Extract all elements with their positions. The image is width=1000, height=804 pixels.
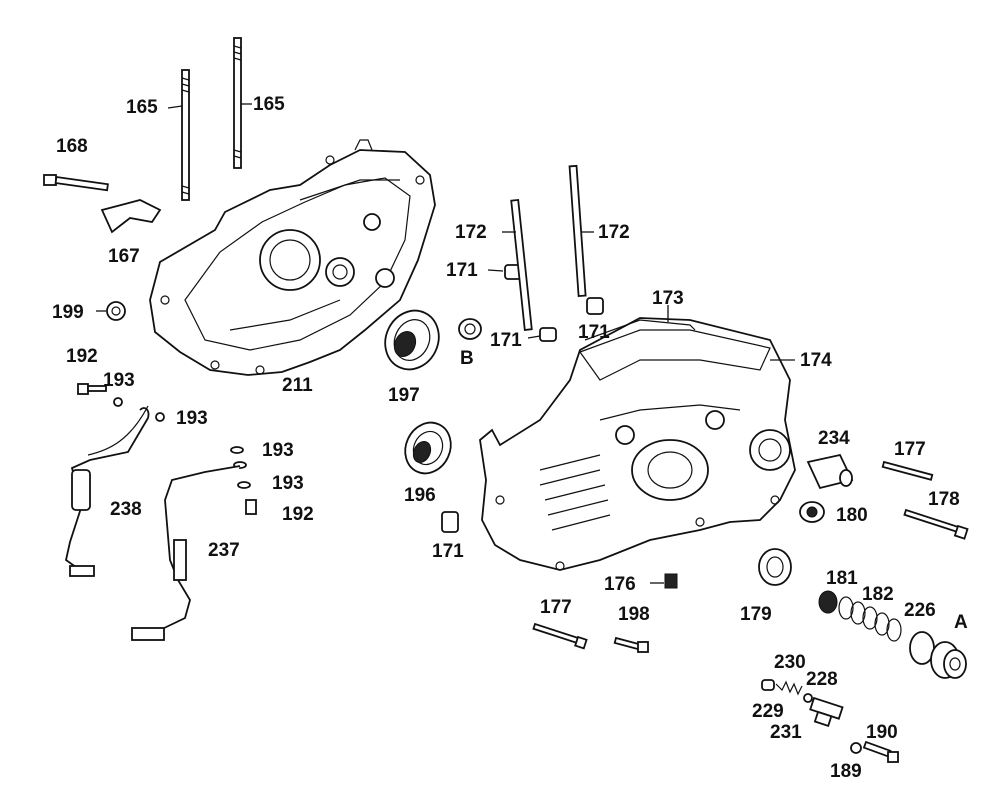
label-171-d: 171 [432,541,464,562]
bolt-168 [43,174,109,192]
bearing-197 [384,309,440,371]
label-171-c: 171 [578,322,610,343]
label-197: 197 [388,385,420,406]
label-171-b: 171 [490,330,522,351]
label-229: 229 [752,701,784,722]
cap-181 [818,590,838,614]
seal-179 [758,548,792,586]
label-178: 178 [928,489,960,510]
bolt-178 [903,508,969,540]
label-174: 174 [800,350,832,371]
hose-237 [131,446,257,641]
label-165-b: 165 [253,94,285,115]
label-192-b: 192 [282,504,314,525]
bearing-196 [404,421,452,475]
label-196: 196 [404,485,436,506]
bracket-167 [100,199,162,234]
washer-189 [850,742,862,754]
label-177-b: 177 [540,597,572,618]
label-193-d: 193 [272,473,304,494]
label-171-a: 171 [446,260,478,281]
label-198: 198 [618,604,650,625]
label-234: 234 [818,428,850,449]
spring-230 [775,680,803,696]
label-172-b: 172 [598,222,630,243]
bolt-198 [613,636,649,653]
label-193-b: 193 [176,408,208,429]
plug-A [930,641,967,679]
label-176: 176 [604,574,636,595]
label-B: B [460,348,474,369]
label-168: 168 [56,136,88,157]
hose-238 [64,405,150,577]
washer-231 [803,693,813,703]
label-237: 237 [208,540,240,561]
dowel-171-d [441,511,459,533]
label-A: A [954,612,968,633]
nut-180 [799,501,825,523]
label-182: 182 [862,584,894,605]
label-177-a: 177 [894,439,926,460]
pin-229 [761,679,775,691]
label-193-c: 193 [262,440,294,461]
bolt-177-lower [532,622,588,650]
right-crankcase-174 [479,317,796,571]
dowel-171-c [586,297,604,315]
label-167: 167 [108,246,140,267]
stud-165-right [233,37,242,169]
label-179: 179 [740,604,772,625]
label-238: 238 [110,499,142,520]
label-190: 190 [866,722,898,743]
label-228: 228 [806,669,838,690]
bolt-177-upper [881,460,934,481]
dowel-171-b [539,327,557,342]
sensor-234 [806,453,854,490]
label-226: 226 [904,600,936,621]
shaft-228 [809,696,844,727]
left-crankcase-211 [149,139,436,376]
stud-172-left [510,198,533,331]
stud-172-right [568,164,587,298]
label-211: 211 [282,375,313,396]
label-231: 231 [770,722,802,743]
label-172-a: 172 [455,222,487,243]
label-192-a: 192 [66,346,98,367]
bolt-192-upper [77,383,107,395]
washer-193-a [113,397,123,407]
label-173: 173 [652,288,684,309]
gasket-173 [584,319,696,341]
fitting-176 [650,573,678,589]
bolt-190 [862,740,899,763]
label-199: 199 [52,302,84,323]
label-165-a: 165 [126,97,158,118]
plug-B [458,318,482,340]
washer-193-b [155,412,165,422]
label-230: 230 [774,652,806,673]
label-181: 181 [826,568,858,589]
label-180: 180 [836,505,868,526]
label-193-a: 193 [103,370,135,391]
nut-199 [96,301,126,321]
stud-165-left [181,69,190,201]
spring-182 [838,596,902,642]
label-189: 189 [830,761,862,782]
